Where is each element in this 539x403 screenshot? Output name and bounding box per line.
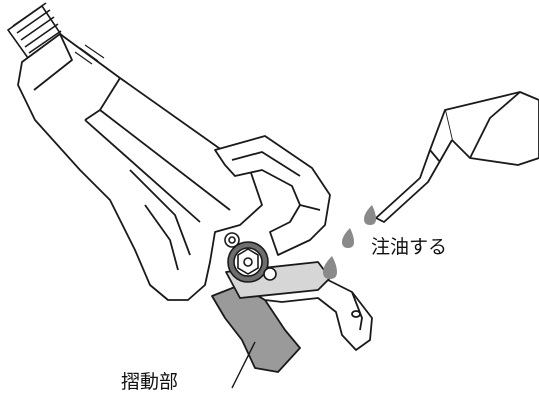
oil-bottle xyxy=(375,91,539,223)
oil-drops xyxy=(323,205,376,279)
oil-label: 注油する xyxy=(371,236,448,258)
oil-drop xyxy=(323,256,337,279)
sliding-part-leader-line xyxy=(231,341,256,389)
sliding-part xyxy=(211,261,373,373)
oil-drop xyxy=(342,228,354,248)
gear-nut xyxy=(224,232,277,283)
oil-drop xyxy=(364,205,376,225)
tool-body xyxy=(17,33,263,301)
sliding-part-label: 摺動部 xyxy=(121,371,179,393)
threaded-connector xyxy=(6,2,64,60)
bracket xyxy=(214,135,331,256)
